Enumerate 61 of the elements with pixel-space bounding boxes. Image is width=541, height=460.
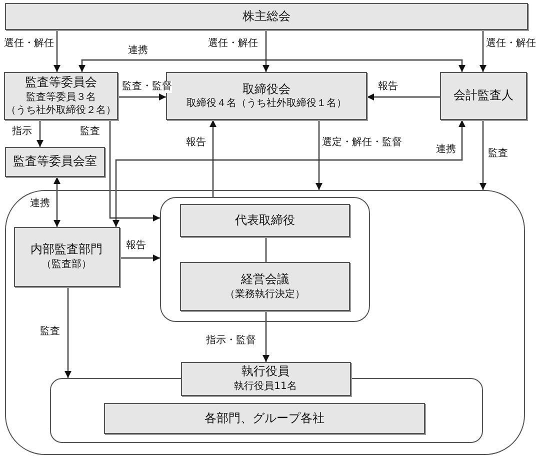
edge-label: 監査・監督 bbox=[122, 81, 172, 93]
process-box bbox=[180, 362, 350, 396]
arrow bbox=[118, 94, 166, 100]
edge-label: 選任・解任 bbox=[208, 38, 258, 50]
edge-label: 選定・解任・監督 bbox=[322, 137, 402, 149]
edge-label: 連携 bbox=[436, 144, 456, 156]
arrow bbox=[120, 254, 160, 262]
box-title: 執行役員 bbox=[242, 364, 290, 380]
arrow bbox=[210, 120, 216, 197]
box-subtitle: 監査等委員３名 bbox=[26, 90, 96, 104]
box-subtitle: 取締役４名（うち社外取締役１名） bbox=[186, 97, 346, 110]
edge-label: 選任・解任 bbox=[486, 38, 536, 50]
process-box bbox=[180, 262, 350, 311]
group-frame bbox=[5, 190, 525, 455]
box-title: 代表取締役 bbox=[235, 212, 295, 228]
process-box bbox=[104, 403, 425, 434]
arrow bbox=[262, 30, 270, 72]
edge-label: 指示 bbox=[12, 126, 32, 138]
group-frame bbox=[160, 196, 370, 322]
arrow bbox=[367, 94, 440, 100]
box-title: 監査等委員会室 bbox=[13, 154, 97, 170]
box-subtitle: （監査部） bbox=[42, 258, 92, 271]
box-subtitle: （うち社外取締役２名） bbox=[6, 104, 116, 117]
arrow bbox=[480, 120, 486, 190]
connector-line bbox=[265, 238, 267, 263]
box-title: 株主総会 bbox=[242, 8, 290, 24]
edge-label: 連携 bbox=[128, 45, 148, 57]
edge-label: 報告 bbox=[126, 240, 146, 252]
arrow bbox=[109, 120, 160, 222]
process-box bbox=[14, 226, 120, 286]
edge-label: 報告 bbox=[378, 81, 398, 93]
box-title: 内部監査部門 bbox=[30, 242, 102, 258]
edge-label: 監査 bbox=[488, 148, 508, 160]
process-box bbox=[440, 72, 527, 120]
box-subtitle: （業務執行決定） bbox=[225, 288, 305, 301]
arrow bbox=[36, 120, 44, 147]
group-frame bbox=[50, 378, 482, 442]
box-title: 各部門、グループ各社 bbox=[204, 410, 324, 426]
arrow bbox=[112, 120, 466, 227]
box-title: 会計監査人 bbox=[454, 88, 514, 104]
arrow bbox=[480, 30, 486, 72]
edge-label: 監査 bbox=[40, 326, 60, 338]
box-title: 監査等委員会 bbox=[25, 75, 97, 91]
arrow bbox=[54, 177, 60, 227]
process-box bbox=[5, 3, 528, 30]
arrow bbox=[78, 59, 466, 72]
edge-label: 連携 bbox=[30, 198, 50, 210]
box-title: 取締役会 bbox=[242, 82, 290, 98]
edge-label: 指示・監督 bbox=[206, 335, 256, 347]
process-box bbox=[5, 147, 105, 177]
process-box bbox=[180, 204, 350, 237]
arrow bbox=[316, 120, 322, 190]
edge-label: 監査 bbox=[80, 126, 100, 138]
box-subtitle: 執行役員11名 bbox=[234, 380, 297, 393]
box-title: 経営会議 bbox=[241, 272, 289, 288]
process-box bbox=[4, 72, 118, 120]
arrow bbox=[262, 312, 270, 362]
edge-label: 報告 bbox=[186, 137, 206, 149]
edge-label: 選任・解任 bbox=[4, 38, 54, 50]
arrow bbox=[64, 287, 72, 378]
arrow bbox=[54, 30, 60, 72]
